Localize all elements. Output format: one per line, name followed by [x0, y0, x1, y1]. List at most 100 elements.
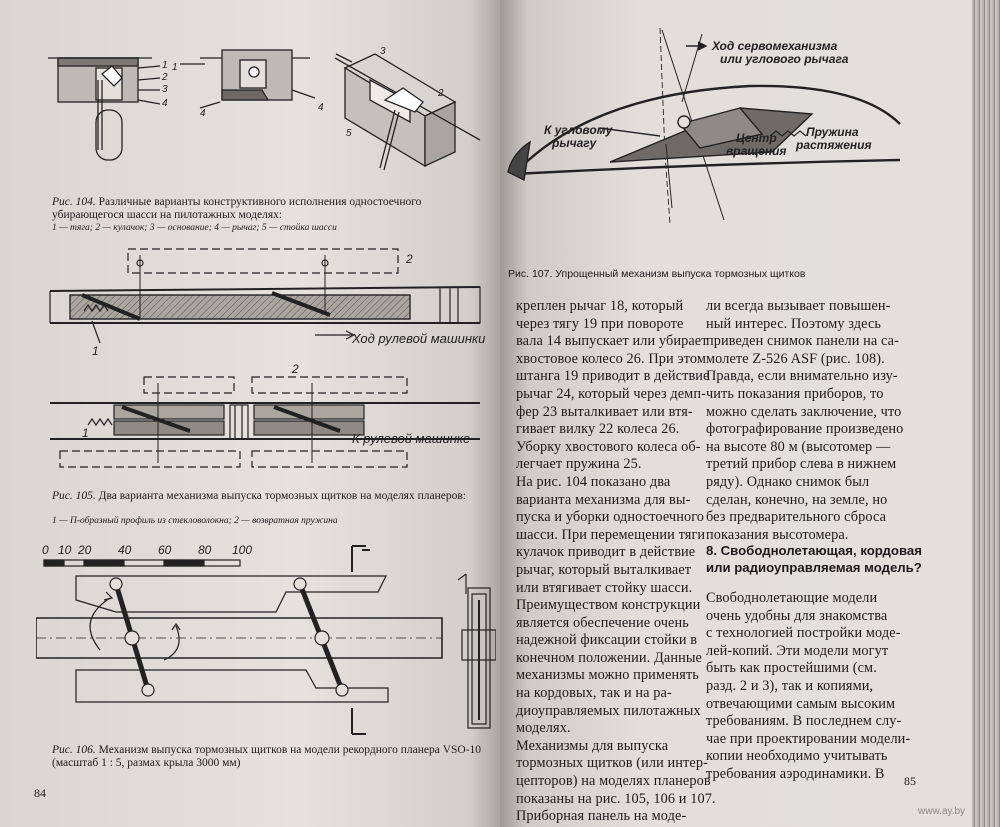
col-left-line: шасси. При перемещении тяги	[516, 526, 706, 543]
fig104-label-c4: 4	[318, 102, 324, 113]
col-left-line: варианта механизма для вы-	[516, 491, 691, 508]
col-right-bottom-line: разд. 2 и 3), так и копиями,	[706, 677, 874, 694]
col-left-line: диоуправляемых пилотажных	[516, 702, 701, 719]
fig105-label-left2: 1	[82, 426, 89, 440]
scale-tick-80: 80	[198, 543, 212, 557]
col-left-line: цепторов) на моделях планеров	[516, 773, 711, 790]
col-left-line: моделях.	[516, 720, 571, 737]
fig104-drawing: 1 2 3 4 1 4 3 2 4 5	[48, 46, 481, 171]
body-column-right-top: ли всегда вызывает повышен-ный интерес. …	[706, 298, 920, 544]
fig105-caption-lead: Рис. 105.	[52, 490, 96, 502]
col-left-line: На рис. 104 показано два	[516, 473, 671, 490]
fig105-drawing: 2 1 Ход рулевой машинки 2 1 К рулевой ма…	[49, 248, 485, 468]
col-right-top-line: ный интерес. Поэтому здесь	[706, 315, 882, 332]
fig104-label-b1: 1	[172, 62, 178, 73]
scale-tick-60: 60	[158, 543, 172, 557]
col-left-line: штанга 19 приводит в действие	[516, 368, 710, 385]
fig105-caption-text: Два варианта механизма выпуска тормозных…	[98, 490, 466, 502]
fig104-label-a4: 4	[162, 98, 168, 109]
col-right-bottom-line: с технологией постройки моде-	[706, 625, 901, 642]
fig104-label-a3: 3	[162, 84, 168, 95]
col-left-line: через тягу 19 при повороте	[516, 315, 684, 332]
fig104-legend: 1 — тяга; 2 — кулачок; 3 — основание; 4 …	[52, 223, 337, 233]
col-right-bottom-line: Свободнолетающие модели	[706, 590, 878, 606]
col-right-top-line: сделан, конечно, на земле, но	[706, 491, 888, 508]
fig107-caption: Рис. 107. Упрощенный механизм выпуска то…	[508, 268, 806, 280]
col-right-top-line: на высоте 80 м (высотомер —	[706, 438, 891, 455]
col-left-line: или втягивает стойку шасси.	[516, 579, 693, 596]
fig105-label-left: 1	[92, 344, 99, 358]
col-right-top-line: Правда, если внимательно изу-	[706, 368, 898, 385]
col-right-top-line: ряду). Однако снимок был	[706, 473, 870, 490]
scale-tick-10: 10	[58, 543, 72, 557]
fig104-caption-text: Различные варианты конструктивного испол…	[52, 196, 422, 221]
fig105-label-mid: 2	[291, 362, 299, 376]
fig104-caption: Рис. 104. Различные варианты конструктив…	[52, 196, 492, 222]
col-right-top-line: ли всегда вызывает повышен-	[706, 298, 891, 314]
fig104-label-a1: 1	[162, 60, 168, 71]
col-left-line: кулачок приводит в действие	[516, 544, 696, 561]
fig105-legend: 1 — П-образный профиль из стекловолокна;…	[52, 516, 338, 526]
col-left-line: является обеспечение очень	[516, 614, 689, 631]
fig104-label-a2: 2	[161, 72, 168, 83]
col-right-bottom-line: очень удобны для знакомства	[706, 607, 888, 624]
col-right-bottom-line: чае при проектировании модели-	[706, 730, 911, 747]
fig104-label-c3: 3	[380, 46, 386, 57]
fig104-label-c2: 2	[437, 88, 444, 99]
col-left-line: Уборку хвостового колеса об-	[516, 438, 701, 455]
watermark: www.ay.by	[918, 806, 966, 817]
col-left-line: пуска и уборки одностоечного	[516, 509, 705, 526]
col-right-bottom-line: требованиям. В последнем слу-	[706, 713, 902, 730]
fig104-label-b4: 4	[200, 108, 206, 119]
col-left-line: вала 14 выпускает или убирает	[516, 333, 708, 350]
col-left-line: рычаг 24, который через демп-	[516, 385, 706, 402]
col-left-line: на кордовых, так и на ра-	[516, 685, 672, 702]
page-number-left: 84	[34, 786, 46, 800]
col-right-bottom-line: отвечающими самым высоким	[706, 695, 896, 712]
col-right-bottom-line: требования аэродинамики. В	[706, 765, 885, 782]
col-left-line: фер 23 выталкивает или втя-	[516, 403, 693, 420]
col-left-line: гивает вилку 22 колеса 26.	[516, 421, 680, 438]
fig105-caption: Рис. 105. Два варианта механизма выпуска…	[52, 490, 492, 503]
col-right-top-line: без предварительного сброса	[706, 509, 887, 526]
col-left-line: Приборная панель на моде-	[516, 808, 687, 825]
left-page: 1 2 3 4 1 4 3 2 4 5 Рис. 104. Различные …	[0, 0, 500, 827]
col-left-line: конечном положении. Данные	[516, 649, 702, 666]
scale-tick-0: 0	[42, 543, 49, 557]
col-left-line: рычаг, который выталкивает	[516, 561, 692, 578]
scale-tick-20: 20	[77, 543, 92, 557]
fig104-caption-lead: Рис. 104.	[52, 196, 96, 208]
col-right-top-line: третий прибор слева в нижнем	[706, 456, 897, 473]
scale-tick-40: 40	[118, 543, 132, 557]
fig105-drive-label-1: Ход рулевой машинки	[351, 331, 485, 346]
col-right-top-line: молете Z-526 ASF (рис. 108).	[706, 350, 885, 367]
col-left-line: показаны на рис. 105, 106 и 107.	[516, 790, 716, 807]
col-left-line: легчает пружина 25.	[516, 456, 642, 473]
col-left-line: Механизмы для выпуска	[516, 737, 669, 754]
col-right-bottom-line: копии необходимо учитывать	[706, 748, 888, 765]
col-left-line: тормозных щитков (или интер-	[516, 755, 708, 772]
col-right-top-line: чить показания приборов, то	[706, 385, 884, 402]
fig106-caption-lead: Рис. 106.	[52, 744, 96, 756]
col-right-top-line: фотографирование произведено	[706, 421, 904, 438]
fig106-caption: Рис. 106. Механизм выпуска тормозных щит…	[52, 744, 492, 770]
col-right-top-line: приведен снимок панели на са-	[706, 333, 899, 350]
fig104-label-c5: 5	[346, 128, 352, 139]
fig105-label-top: 2	[405, 252, 413, 266]
col-right-top-line: можно сделать заключение, что	[706, 403, 902, 420]
section-heading: 8. Свободнолетающая, кордовая или радиоу…	[706, 543, 922, 575]
scale-tick-100: 100	[232, 543, 252, 557]
fig106-drawing: 0 10 20 40 60 80 100	[36, 543, 496, 735]
fig105-drive-label-2: К рулевой машинке	[352, 431, 470, 446]
book-page-edges	[972, 0, 1000, 827]
col-left-line: механизмы можно применять	[516, 667, 699, 684]
fig106-caption-text: Механизм выпуска тормозных щитков на мод…	[52, 744, 482, 769]
